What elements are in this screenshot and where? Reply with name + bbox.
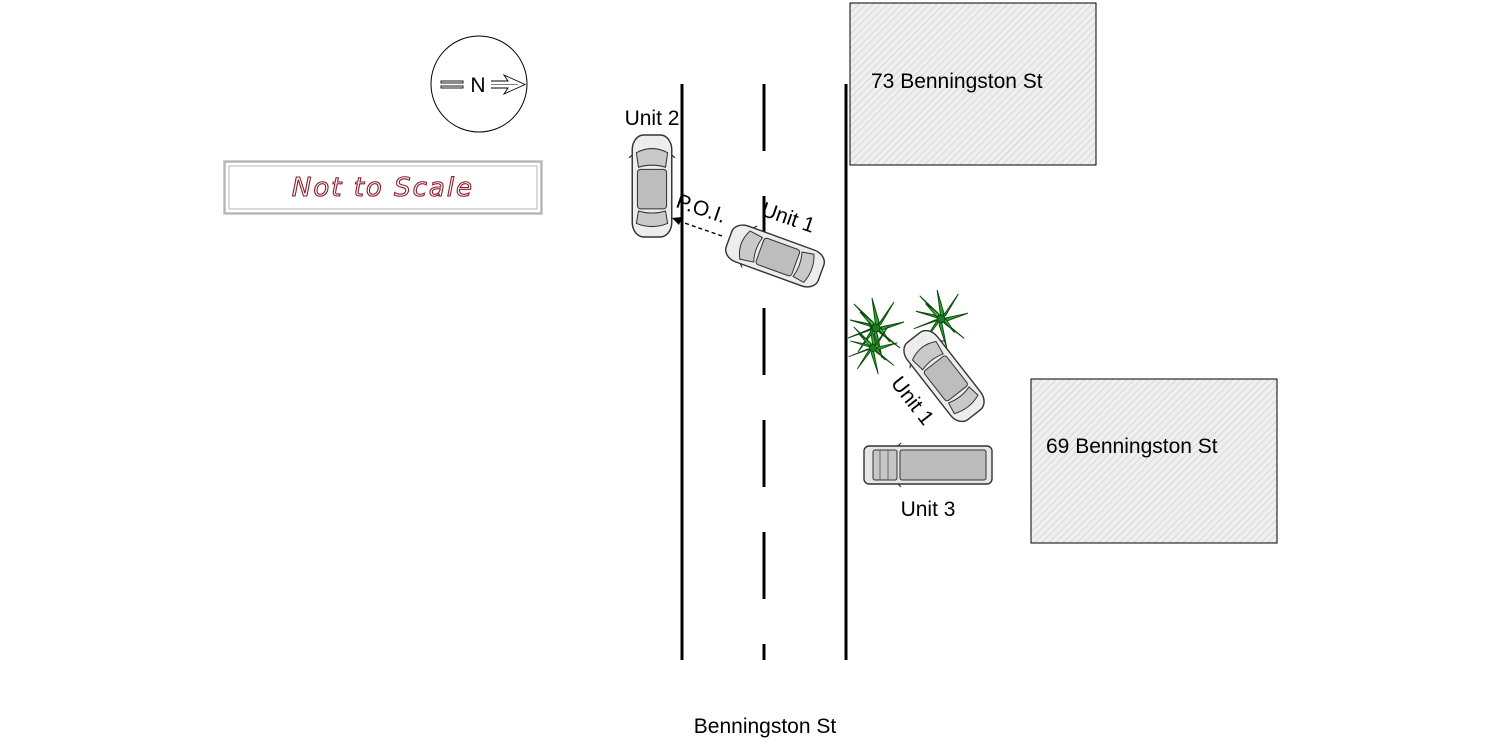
building-73-label: 73 Benningston St [871,70,1043,93]
street-name-label: Benningston St [694,715,837,738]
unit-2-vehicle [628,134,676,238]
road [680,84,848,660]
not-to-scale-plaque: Not to Scale [223,160,543,215]
north-arrow: N [430,35,528,133]
compass-label: N [470,74,485,97]
suv-icon [863,442,993,488]
poi-arrow [672,217,723,237]
unit-3-vehicle [863,442,993,488]
unit-2-label: Unit 2 [625,107,680,130]
unit-3-label: Unit 3 [901,498,956,521]
sedan-icon [628,134,676,238]
building-73: 73 Benningston St [849,2,1097,166]
building-69: 69 Benningston St [1030,378,1278,544]
building-69-label: 69 Benningston St [1046,435,1218,458]
unit-1-impact-label: Unit 1 [758,198,817,238]
not-to-scale-text: Not to Scale [292,173,474,203]
